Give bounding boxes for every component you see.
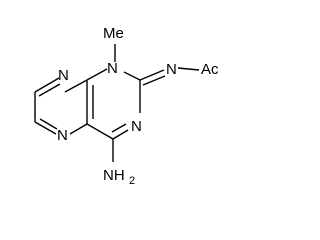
molecule-structure-diagram: Me N N N N N Ac NH 2 [34,25,219,187]
acetyl-label: Ac [201,61,219,78]
bond-c2-imine [139,69,165,81]
ring-n1-label: N [107,60,118,77]
bond-n1-c2 [123,71,141,81]
ring-n8-label: N [58,67,69,84]
bond-n3-c4 [112,129,129,140]
bond-c6-n5-double [39,118,58,130]
methyl-label: Me [103,25,124,42]
bond-n8-c7 [34,77,60,93]
imine-n-label: N [166,61,177,78]
amine-label: NH [103,167,125,184]
amine-subscript: 2 [129,175,135,187]
bond-c4-c4a [86,123,114,140]
bond-lines [34,44,200,162]
ring-n3-label: N [131,118,142,135]
bond-n3-c4-double [111,123,127,133]
bond-n8-c8a [64,79,88,93]
bond-c2-imine-double [142,75,166,86]
atom-labels: Me N N N N N Ac NH 2 [57,25,219,187]
bond-n8-c7-double [38,83,61,97]
bond-n5-c4a [69,123,88,135]
bond-c6-n5 [34,121,57,135]
bond-c8a-n1 [86,68,108,81]
ring-n5-label: N [57,127,68,144]
bond-imine-acetyl [177,67,200,71]
